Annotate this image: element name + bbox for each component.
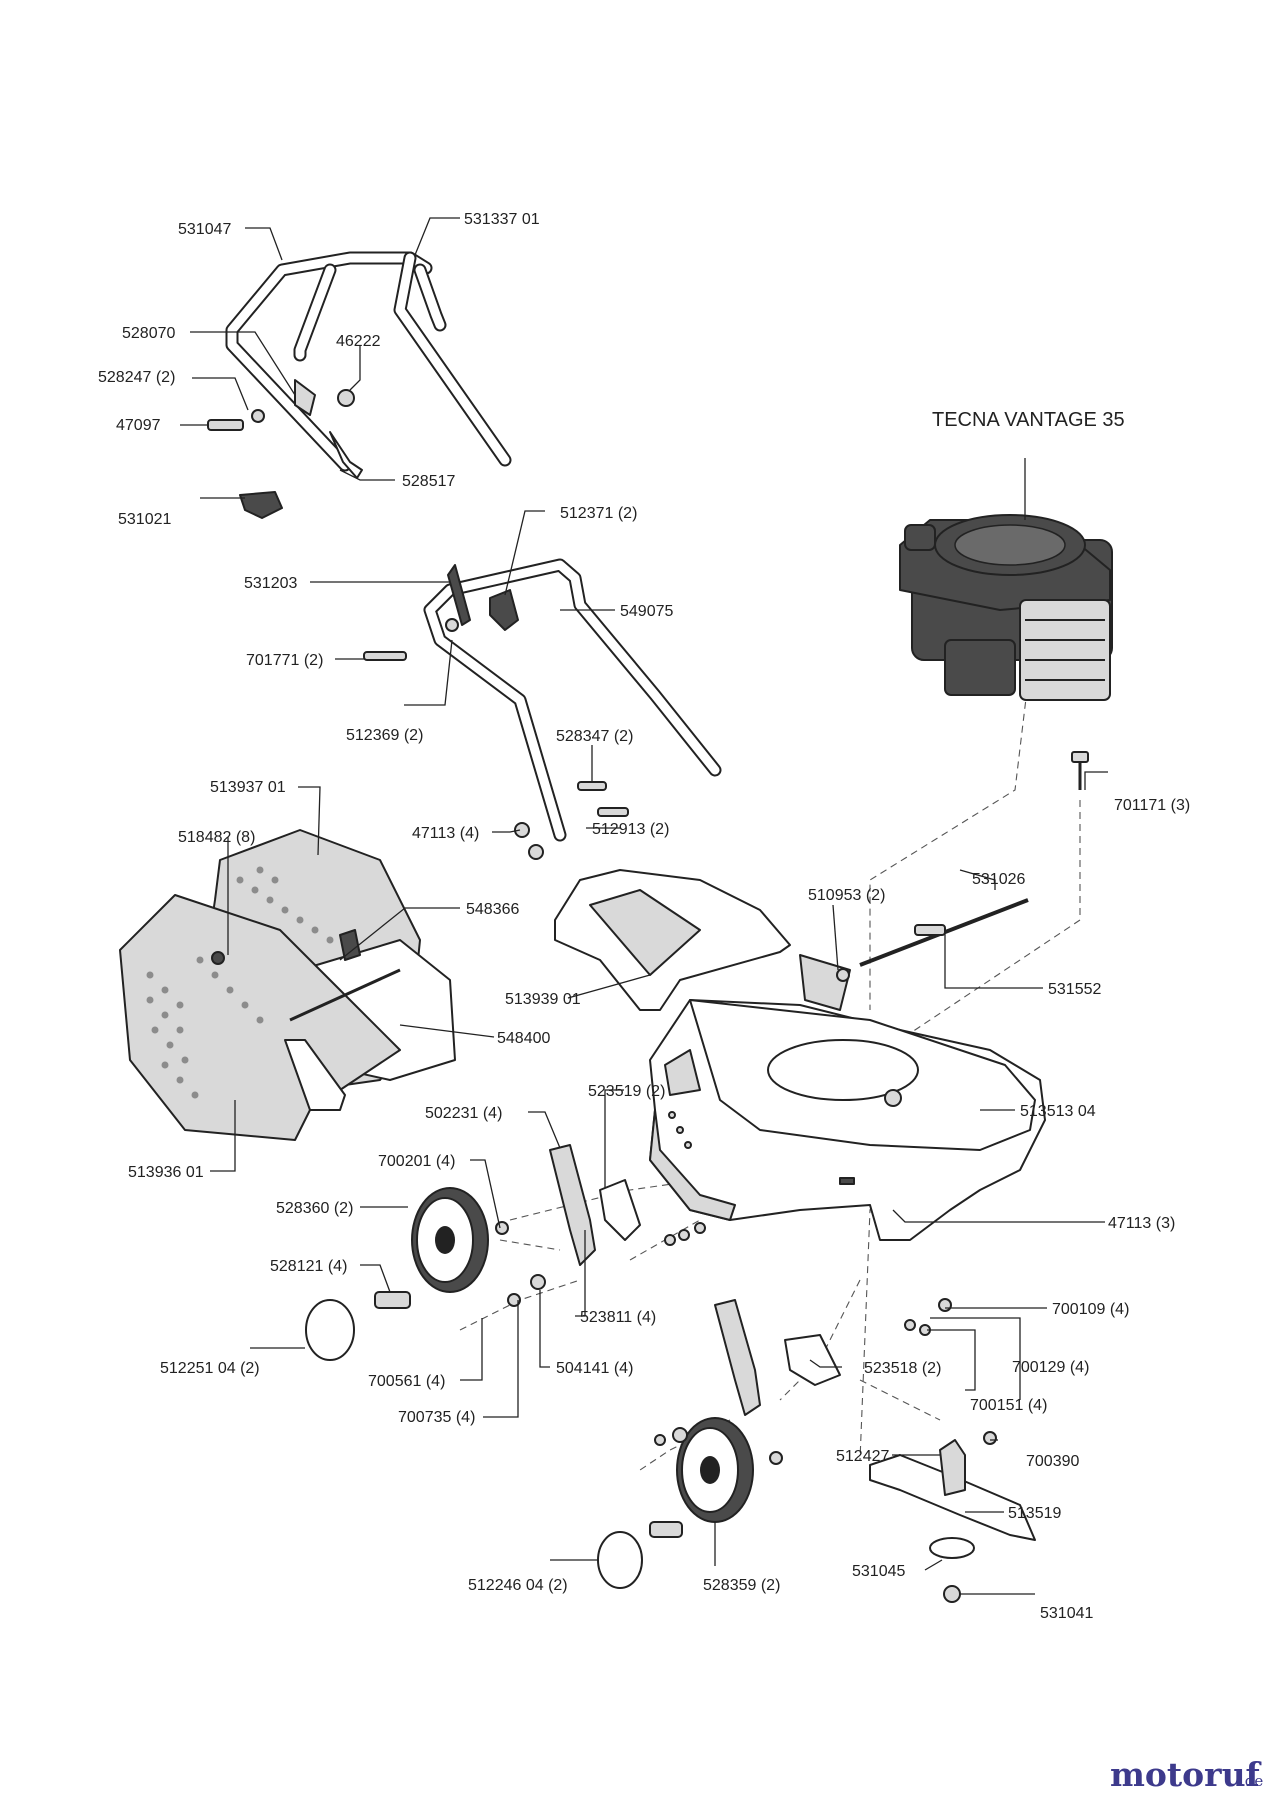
rear-wheel bbox=[411, 1187, 489, 1293]
part-label: 510953 (2) bbox=[808, 887, 885, 904]
grass-catcher bbox=[119, 829, 456, 1141]
part-labels: 531047 531337 01 528070 46222 528247 (2)… bbox=[98, 211, 1190, 1622]
part-label: 523519 (2) bbox=[588, 1083, 665, 1100]
part-label: 518482 (8) bbox=[178, 829, 255, 846]
part-label: 701171 (3) bbox=[1114, 797, 1190, 814]
part-label: 531045 bbox=[852, 1563, 905, 1580]
part-label: 528347 (2) bbox=[556, 728, 633, 745]
part-label: 46222 bbox=[336, 333, 381, 350]
part-label: 528070 bbox=[122, 325, 175, 342]
part-label: 549075 bbox=[620, 603, 673, 620]
part-label: 513513 04 bbox=[1020, 1103, 1096, 1120]
blade-assembly bbox=[869, 1439, 1036, 1603]
part-label: 528247 (2) bbox=[98, 369, 175, 386]
part-label: 528360 (2) bbox=[276, 1200, 353, 1217]
part-label: 700735 (4) bbox=[398, 1409, 475, 1426]
engine-assembly bbox=[899, 458, 1113, 701]
height-adjusters bbox=[549, 1144, 841, 1416]
part-label: 700390 bbox=[1026, 1453, 1079, 1470]
part-label: 512371 (2) bbox=[560, 505, 637, 522]
engine-bolt bbox=[1071, 751, 1089, 790]
part-label: 528517 bbox=[402, 473, 455, 490]
discharge-flap bbox=[554, 869, 791, 1011]
part-label: 512369 (2) bbox=[346, 727, 423, 744]
part-label: 700129 (4) bbox=[1012, 1359, 1089, 1376]
part-label: 700151 (4) bbox=[970, 1397, 1047, 1414]
front-wheel bbox=[676, 1417, 754, 1523]
part-label: 523518 (2) bbox=[864, 1360, 941, 1377]
part-label: 700561 (4) bbox=[368, 1373, 445, 1390]
part-label: 47097 bbox=[116, 417, 161, 434]
mower-deck bbox=[649, 954, 1046, 1241]
part-label: 531041 bbox=[1040, 1605, 1093, 1622]
part-label: 513937 01 bbox=[210, 779, 286, 796]
wheel-caps bbox=[305, 1299, 643, 1589]
part-label: 512913 (2) bbox=[592, 821, 669, 838]
logo-tld: .de bbox=[1240, 1772, 1263, 1790]
part-label: 513936 01 bbox=[128, 1164, 204, 1181]
part-label: 531026 bbox=[972, 871, 1025, 888]
part-label: 512427 bbox=[836, 1448, 889, 1465]
upper-handle bbox=[207, 251, 512, 519]
part-label: 531203 bbox=[244, 575, 297, 592]
part-label: 548400 bbox=[497, 1030, 550, 1047]
part-label: 513519 bbox=[1008, 1505, 1061, 1522]
part-label: 512251 04 (2) bbox=[160, 1360, 260, 1377]
part-label: 513939 01 bbox=[505, 991, 581, 1008]
part-label: 548366 bbox=[466, 901, 519, 918]
part-label: 531337 01 bbox=[464, 211, 540, 228]
part-label: 700109 (4) bbox=[1052, 1301, 1129, 1318]
engine-model-title: TECNA VANTAGE 35 bbox=[932, 409, 1125, 431]
rear-rod bbox=[836, 898, 1029, 982]
part-label: 531047 bbox=[178, 221, 231, 238]
leader-lines bbox=[180, 217, 1108, 1595]
part-label: 502231 (4) bbox=[425, 1105, 502, 1122]
lower-handle bbox=[363, 558, 722, 860]
part-label: 531021 bbox=[118, 511, 171, 528]
part-label: 528121 (4) bbox=[270, 1258, 347, 1275]
part-label: 523811 (4) bbox=[580, 1309, 656, 1326]
part-label: 47113 (3) bbox=[1108, 1215, 1175, 1232]
wheel-bolts bbox=[374, 1221, 997, 1538]
logo-brand: motoruf bbox=[1110, 1755, 1262, 1794]
part-label: 47113 (4) bbox=[412, 825, 479, 842]
part-label: 504141 (4) bbox=[556, 1360, 633, 1377]
motoruf-logo: motoruf .de bbox=[1110, 1755, 1263, 1794]
part-label: 531552 bbox=[1048, 981, 1101, 998]
part-label: 512246 04 (2) bbox=[468, 1577, 568, 1594]
part-label: 528359 (2) bbox=[703, 1577, 780, 1594]
part-label: 701771 (2) bbox=[246, 652, 323, 669]
part-label: 700201 (4) bbox=[378, 1153, 455, 1170]
